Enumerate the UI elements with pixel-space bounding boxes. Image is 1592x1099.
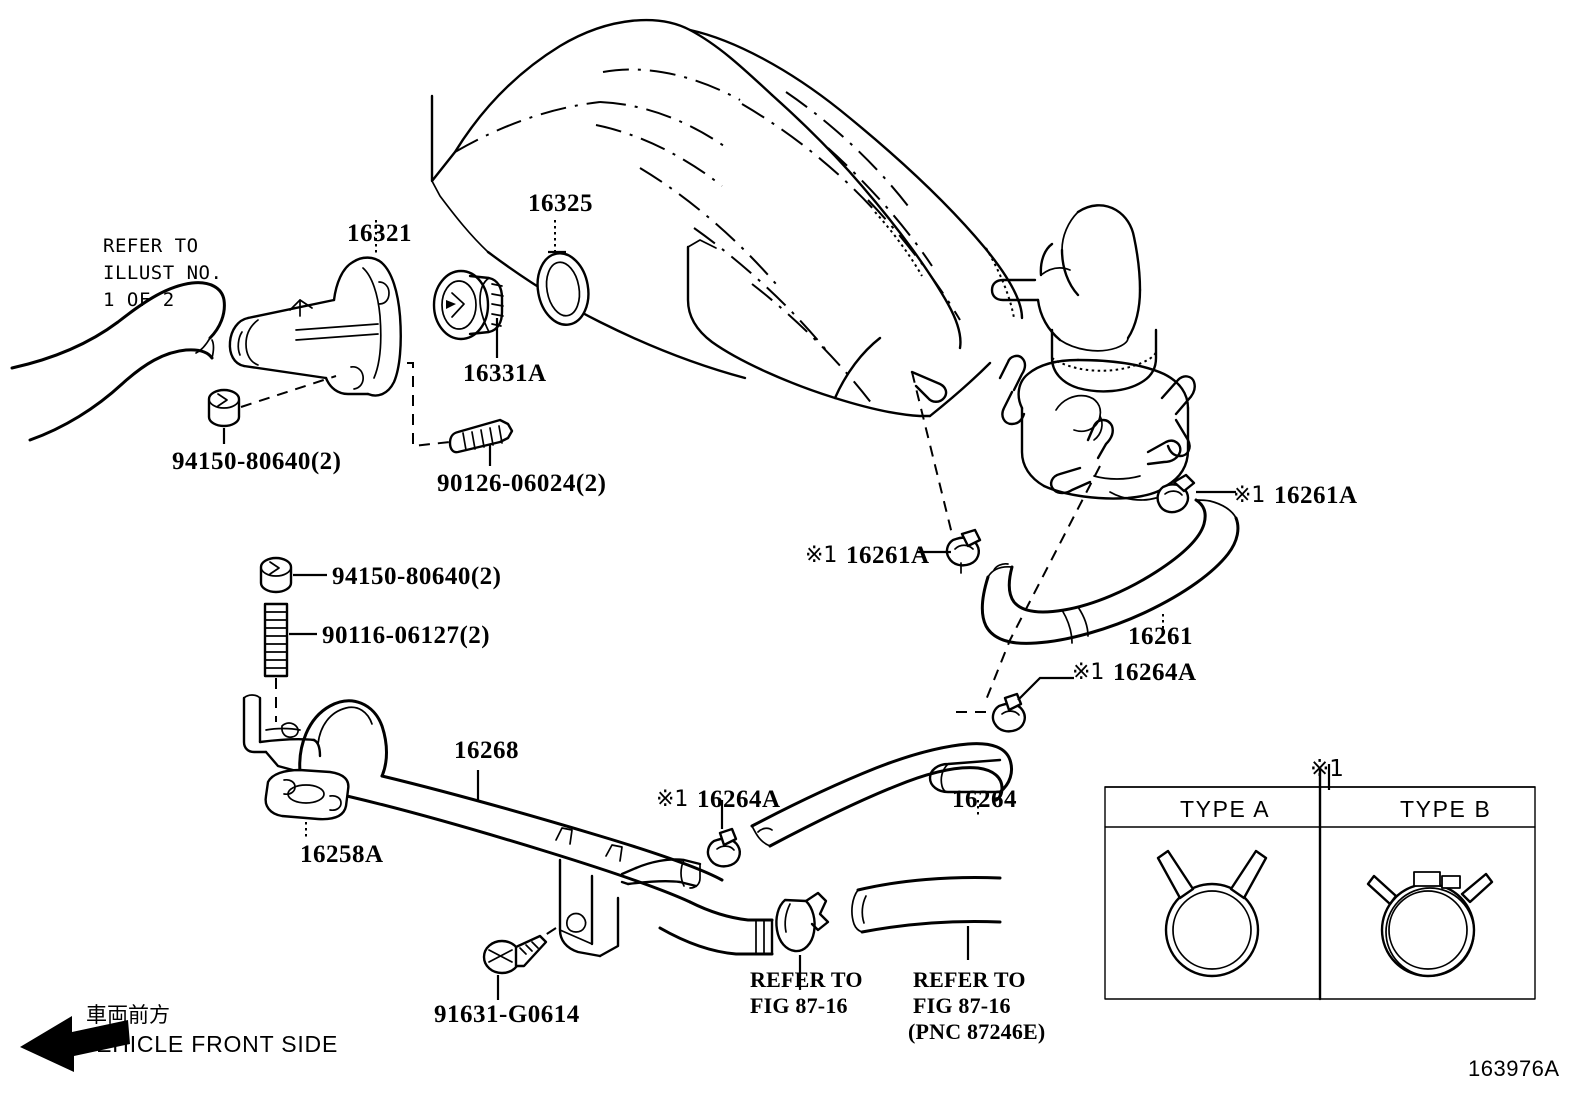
refer-illust-note-line1: REFER TO	[103, 235, 199, 257]
vehicle-front-english: VEHICLE FRONT SIDE	[80, 1031, 339, 1057]
part-94150-80640-upper-washer	[207, 388, 241, 428]
part-16264-hose	[750, 742, 1014, 848]
type-a-clamp-icon	[1156, 849, 1268, 978]
clamp-type-table	[1104, 768, 1536, 1001]
refer-fig-note-right-line3: (PNC 87246E)	[908, 1019, 1046, 1044]
part-label-16264A-right: 16264A	[1113, 659, 1197, 686]
reference-mark-16261A-right: ※1	[1233, 483, 1266, 508]
clamp-16264A-left	[706, 800, 741, 868]
part-94150-80640-lower-washer	[259, 556, 327, 594]
clamp-16264A-right	[991, 676, 1074, 733]
part-90116-06127-bolt	[263, 602, 317, 678]
water-pump-housing	[990, 204, 1196, 501]
part-label-16325: 16325	[528, 190, 593, 217]
part-label-16268: 16268	[454, 737, 519, 764]
refer-illust-note-line3: 1 OF 2	[103, 289, 175, 311]
refer-fig-note-left-line2: FIG 87-16	[750, 993, 848, 1018]
assembly-line-stud	[407, 362, 451, 448]
refer-fig-note-right-line2: FIG 87-16	[913, 993, 1011, 1018]
part-label-94150-80640-lower: 94150-80640(2)	[332, 563, 502, 590]
part-91631-G0614-bolt	[482, 934, 548, 1000]
clamp-type-b-header: TYPE B	[1400, 796, 1492, 822]
upper-left-hose-refer-illust	[10, 281, 226, 442]
refer-fig-hose-right	[851, 876, 1002, 960]
clamp-16261A-left	[917, 528, 982, 574]
assembly-line-washer-upper	[240, 375, 337, 408]
part-label-16264A-left: 16264A	[697, 786, 781, 813]
part-16325-gasket	[536, 252, 590, 326]
illustration-id: 163976A	[1468, 1056, 1560, 1081]
part-90126-06024-stud	[448, 418, 514, 454]
part-label-16264: 16264	[952, 786, 1017, 813]
part-16321-water-outlet	[228, 256, 402, 397]
part-label-16258A: 16258A	[300, 841, 384, 868]
part-16261-hose	[980, 498, 1240, 645]
part-16258A-gasket	[264, 768, 350, 821]
part-16268-water-pipe	[242, 694, 774, 958]
assembly-line-pump-to-16264	[985, 465, 1101, 701]
clamp-type-a-header: TYPE A	[1180, 796, 1271, 822]
type-b-clamp-icon	[1366, 871, 1494, 978]
part-label-94150-80640-upper: 94150-80640(2)	[172, 448, 342, 475]
reference-mark-16264A-right: ※1	[1072, 660, 1105, 685]
part-16331A-thermostat	[432, 269, 504, 341]
part-label-16261A-right: 16261A	[1274, 482, 1358, 509]
pump-hook-left	[910, 370, 948, 403]
part-label-91631-G0614: 91631-G0614	[434, 1001, 580, 1028]
part-label-90116-06127: 90116-06127(2)	[322, 622, 491, 649]
reference-mark-16261A-left: ※1	[805, 543, 838, 568]
refer-fig-connector-left	[775, 891, 830, 990]
reference-mark-clamp-table: ※1	[1310, 756, 1344, 782]
cylinder-head-cover-outline	[430, 18, 1024, 418]
refer-fig-note-left-line1: REFER TO	[750, 967, 863, 992]
clamp-16261A-right	[1156, 473, 1236, 514]
refer-fig-note-right-line1: REFER TO	[913, 967, 1026, 992]
part-label-16261A-left: 16261A	[846, 542, 930, 569]
part-label-16321: 16321	[347, 220, 412, 247]
part-label-16331A: 16331A	[463, 360, 547, 387]
part-label-90126-06024: 90126-06024(2)	[437, 470, 607, 497]
part-label-16261: 16261	[1128, 623, 1193, 650]
refer-illust-note-line2: ILLUST NO.	[103, 262, 223, 284]
assembly-line-16261A-left	[911, 371, 953, 535]
reference-mark-16264A-left: ※1	[656, 787, 689, 812]
vehicle-front-arrow	[20, 1016, 130, 1072]
vehicle-front-japanese: 車両前方	[86, 1003, 170, 1027]
